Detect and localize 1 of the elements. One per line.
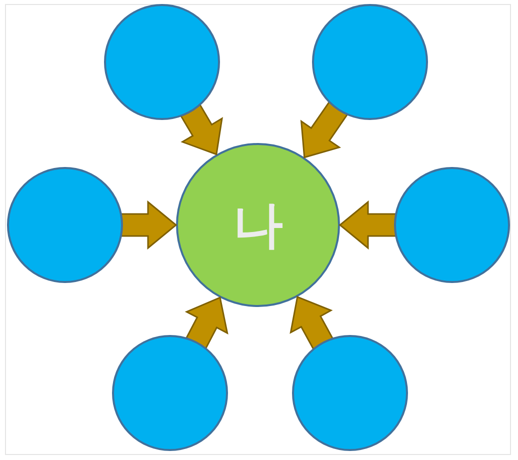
hub-label: 나: [233, 194, 283, 256]
